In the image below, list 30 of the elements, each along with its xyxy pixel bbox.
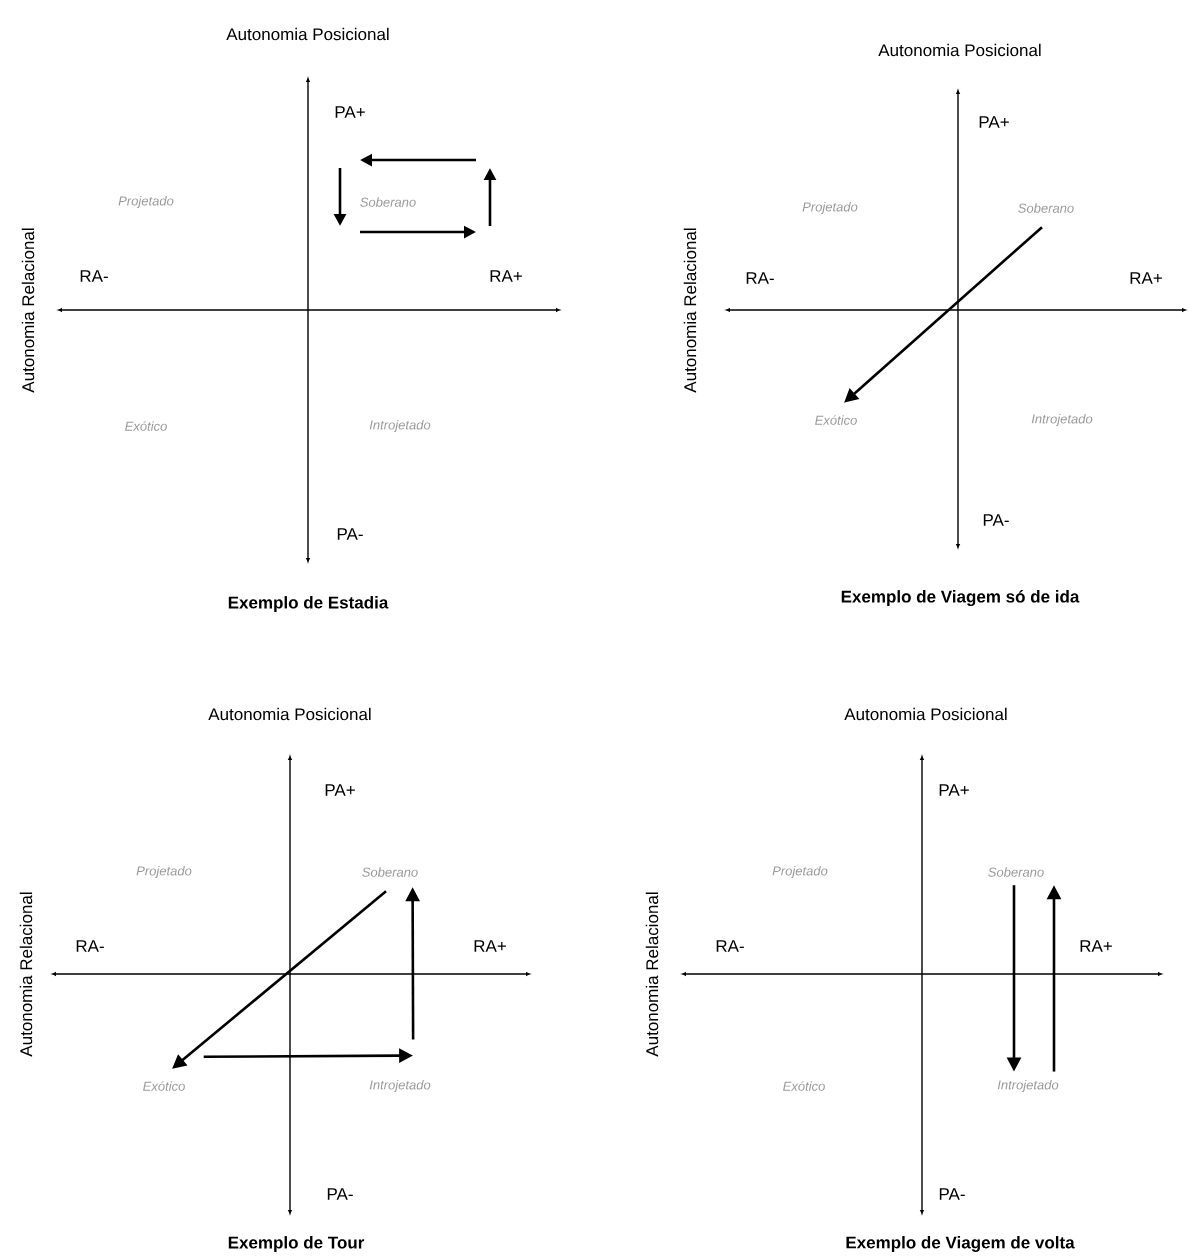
panel-title: Exemplo de Estadia bbox=[228, 596, 389, 612]
axis-end-label: RA- bbox=[76, 940, 104, 952]
axis-end-label: RA+ bbox=[490, 270, 522, 282]
axis-end-label: PA- bbox=[939, 1188, 965, 1200]
axis-end-label: PA+ bbox=[325, 784, 355, 796]
axis-title: Autonomia Posicional bbox=[844, 707, 1007, 721]
axis-end-label: PA- bbox=[983, 514, 1009, 526]
axis-title: Autonomia Relacional bbox=[683, 228, 697, 393]
axis-end-label: RA- bbox=[716, 940, 744, 952]
axis-title: Autonomia Relacional bbox=[21, 228, 35, 393]
axis-end-label: PA+ bbox=[939, 784, 969, 796]
axis-end-label: RA+ bbox=[474, 940, 506, 952]
axis-title: Autonomia Posicional bbox=[226, 27, 389, 41]
axis-title: Autonomia Posicional bbox=[878, 43, 1041, 57]
axis-end-label: PA- bbox=[327, 1188, 353, 1200]
axis-end-label: RA+ bbox=[1130, 272, 1162, 284]
axis-end-label: PA+ bbox=[979, 116, 1009, 128]
panel-title: Exemplo de Viagem só de ida bbox=[841, 589, 1080, 607]
panel-title: Exemplo de Tour bbox=[228, 1236, 365, 1252]
axis-title: Autonomia Relacional bbox=[19, 892, 33, 1057]
arrow bbox=[844, 226, 1043, 403]
arrow bbox=[172, 890, 387, 1069]
panel-title: Exemplo de Viagem de volta bbox=[846, 1236, 1075, 1252]
axis-end-label: PA- bbox=[337, 528, 363, 540]
axis-end-label: RA+ bbox=[1080, 940, 1112, 952]
axis-title: Autonomia Relacional bbox=[645, 892, 659, 1057]
axis-end-label: RA- bbox=[80, 270, 108, 282]
axis-end-label: PA+ bbox=[335, 106, 365, 118]
axis-title: Autonomia Posicional bbox=[208, 707, 371, 721]
axis-end-label: RA- bbox=[746, 272, 774, 284]
